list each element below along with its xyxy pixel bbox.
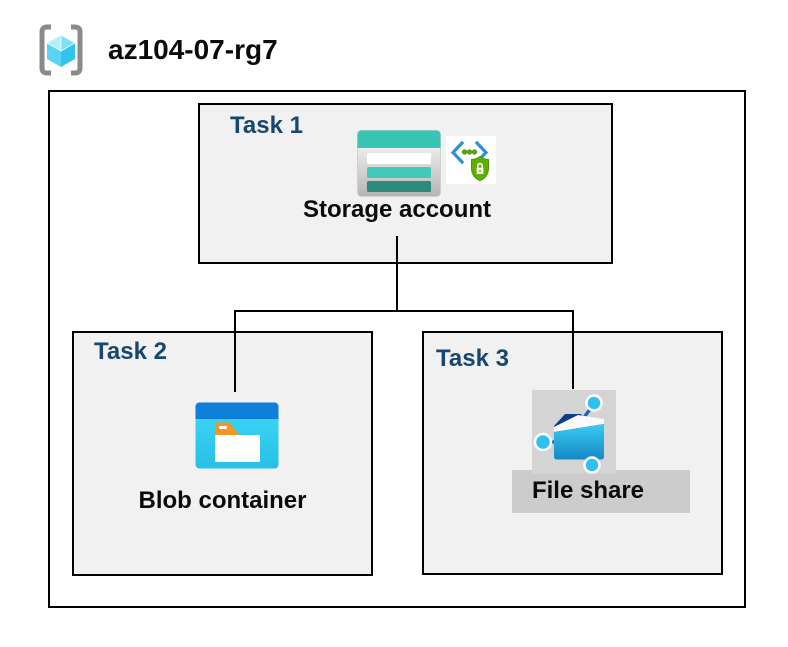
file-share-icon bbox=[533, 394, 604, 474]
task1-label: Task 1 bbox=[230, 112, 303, 139]
task3-box: Task 3 File share bbox=[422, 331, 723, 575]
resource-group-icon bbox=[39, 24, 83, 76]
task1-box: Task 1 Storage account bbox=[198, 103, 613, 264]
storage-account-icon bbox=[357, 130, 441, 197]
file-share-icon-highlight bbox=[532, 390, 616, 474]
task2-box: Task 2 Blob container bbox=[72, 331, 373, 576]
blob-container-label: Blob container bbox=[138, 487, 307, 514]
connector-horizontal bbox=[234, 310, 574, 312]
file-share-label-highlight: File share bbox=[512, 470, 690, 513]
connector-to-file-share bbox=[572, 311, 574, 389]
secure-access-icon bbox=[446, 136, 496, 184]
task2-label: Task 2 bbox=[94, 338, 167, 365]
connector-storage-stem bbox=[396, 236, 398, 312]
resource-group-name: az104-07-rg7 bbox=[108, 34, 278, 65]
task3-label: Task 3 bbox=[436, 345, 509, 372]
resource-group-header: az104-07-rg7 bbox=[36, 22, 278, 78]
file-share-label: File share bbox=[531, 477, 645, 505]
blob-container-icon bbox=[195, 402, 279, 469]
storage-account-label: Storage account bbox=[302, 196, 492, 223]
connector-to-blob-container bbox=[234, 311, 236, 392]
